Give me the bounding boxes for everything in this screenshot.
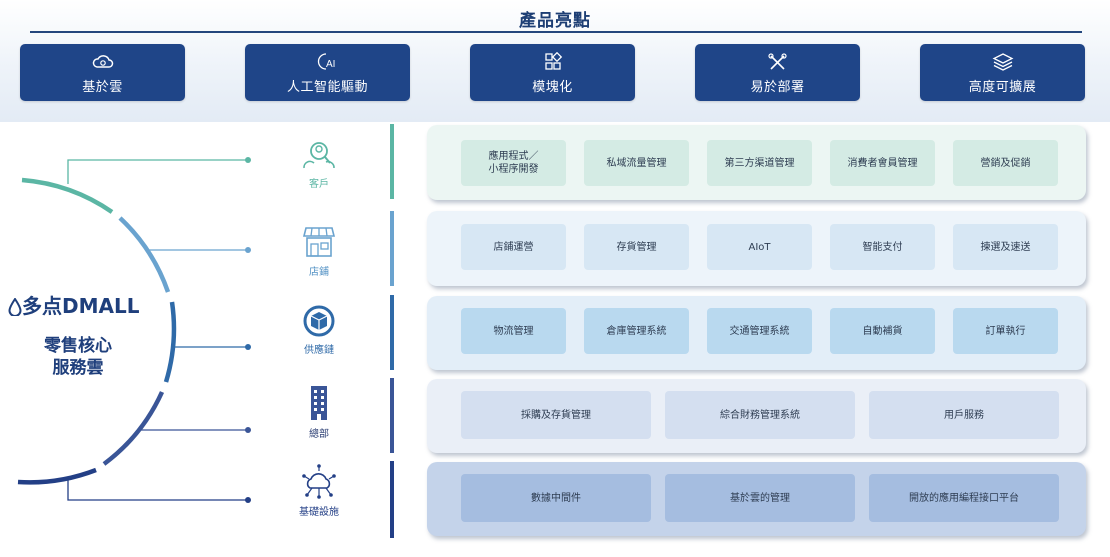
- bar-customers: [390, 124, 394, 199]
- page-title: 產品亮點: [519, 11, 591, 31]
- feature-label: 易於部署: [750, 80, 805, 95]
- connector-dot: [245, 247, 251, 253]
- title-divider: [30, 31, 1082, 33]
- category-label: 基礎設施: [299, 507, 339, 518]
- ai-icon: AI: [317, 53, 335, 70]
- supply-chain-icon: [303, 305, 335, 337]
- connector-customers: [67, 159, 246, 184]
- module-chip: AIoT: [707, 224, 812, 270]
- module-chip: 物流管理: [461, 308, 566, 354]
- module-chip: 基於雲的管理: [665, 474, 855, 522]
- connector-infra: [67, 478, 246, 501]
- category-infrastructure: 基礎設施: [284, 464, 354, 518]
- feature-cloud-based: 基於雲: [20, 44, 185, 101]
- module-chip: 倉庫管理系統: [584, 308, 689, 354]
- bar-hq: [390, 378, 394, 453]
- module-chip: 綜合財務管理系統: [665, 391, 855, 439]
- connector-dot: [245, 497, 251, 503]
- row-panel-infrastructure: 數據中間件 基於雲的管理 開放的應用編程接口平台: [427, 462, 1086, 536]
- arc-segment-customers: [21, 177, 114, 214]
- module-chip: 自動補貨: [830, 308, 935, 354]
- connector-dot: [245, 427, 251, 433]
- feature-label: 基於雲: [82, 80, 123, 95]
- row-panel-hq: 採購及存貨管理 綜合財務管理系統 用戶服務: [427, 379, 1086, 453]
- module-chip: 用戶服務: [869, 391, 1059, 439]
- feature-label: 高度可擴展: [968, 80, 1037, 95]
- arc-segment-store: [118, 216, 171, 293]
- connector-dot: [245, 157, 251, 163]
- module-chip: 應用程式／ 小程序開發: [461, 140, 566, 186]
- layers-icon: [992, 53, 1013, 71]
- store-icon: [302, 227, 336, 257]
- module-chip: 開放的應用編程接口平台: [869, 474, 1059, 522]
- bar-infra: [390, 461, 394, 538]
- cloud-icon: [92, 55, 113, 68]
- bar-store: [390, 211, 394, 286]
- module-chip: 營銷及促銷: [953, 140, 1058, 186]
- category-supply-chain: 供應鏈: [284, 304, 354, 356]
- tools-icon: [767, 53, 787, 70]
- dmall-logo: 多点DMALL: [8, 290, 139, 319]
- row-panel-store: 店鋪運營 存貨管理 AIoT 智能支付 揀選及速送: [427, 211, 1086, 286]
- feature-modular: 模塊化: [470, 44, 635, 101]
- svg-text:AI: AI: [326, 59, 335, 70]
- core-title: 零售核心 服務雲: [18, 335, 138, 379]
- category-label: 總部: [309, 429, 329, 440]
- arc-segment-infra: [17, 467, 97, 485]
- module-chip: 存貨管理: [584, 224, 689, 270]
- category-customers: 客戶: [284, 138, 354, 190]
- logo-text: 多点DMALL: [22, 294, 140, 318]
- arc-segment-hq: [102, 391, 165, 466]
- feature-label: 人工智能驅動: [286, 80, 368, 95]
- core-title-line2: 服務雲: [52, 358, 104, 378]
- core-title-line1: 零售核心: [44, 336, 112, 356]
- core-arc-connectors: [17, 157, 251, 503]
- logo-drop-icon: [8, 298, 22, 316]
- module-chip: 揀選及速送: [953, 224, 1058, 270]
- category-label: 店鋪: [309, 267, 329, 278]
- bar-supply: [390, 295, 394, 370]
- feature-ai-driven: AI 人工智能驅動: [245, 44, 410, 101]
- customers-icon: [303, 142, 335, 169]
- row-panel-customers: 應用程式／ 小程序開發 私域流量管理 第三方渠道管理 消費者會員管理 營銷及促銷: [427, 125, 1086, 200]
- module-chip: 數據中間件: [461, 474, 651, 522]
- category-headquarters: 總部: [284, 384, 354, 440]
- connector-dot: [245, 344, 251, 350]
- headquarters-icon: [311, 386, 327, 420]
- module-chip: 採購及存貨管理: [461, 391, 651, 439]
- feature-easy-deploy: 易於部署: [695, 44, 860, 101]
- module-chip: 第三方渠道管理: [707, 140, 812, 186]
- module-chip: 訂單執行: [953, 308, 1058, 354]
- feature-label: 模塊化: [532, 80, 573, 95]
- module-chip: 店鋪運營: [461, 224, 566, 270]
- arc-segment-supply: [163, 301, 177, 383]
- module-chip: 私域流量管理: [584, 140, 689, 186]
- module-chip: 交通管理系統: [707, 308, 812, 354]
- infrastructure-icon: [302, 464, 336, 499]
- category-label: 供應鏈: [304, 345, 334, 356]
- category-store: 店鋪: [284, 224, 354, 278]
- modules-icon: [544, 52, 562, 70]
- module-chip: 智能支付: [830, 224, 935, 270]
- row-panel-supply: 物流管理 倉庫管理系統 交通管理系統 自動補貨 訂單執行: [427, 296, 1086, 370]
- module-chip: 消費者會員管理: [830, 140, 935, 186]
- feature-scalable: 高度可擴展: [920, 44, 1085, 101]
- category-label: 客戶: [309, 179, 329, 190]
